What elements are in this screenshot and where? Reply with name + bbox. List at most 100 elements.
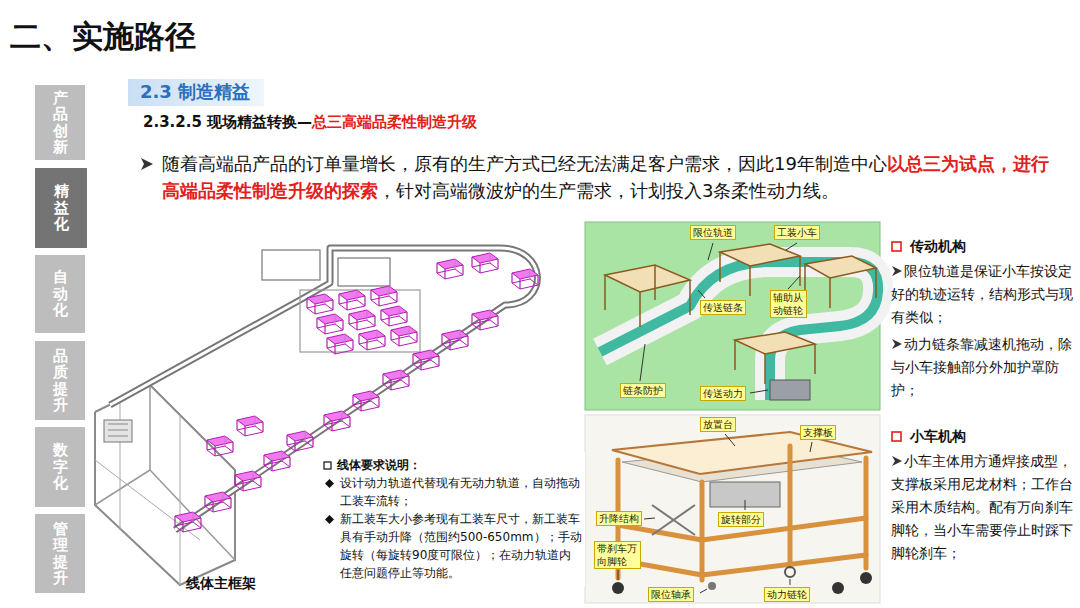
title-rule (15, 62, 1065, 64)
tooling-cart (391, 326, 417, 346)
heading-square (891, 431, 902, 442)
heading-square (892, 432, 901, 441)
leader-line (700, 589, 707, 593)
line-frame (104, 420, 132, 442)
tooling-cart (339, 290, 365, 310)
sprocket (785, 567, 795, 577)
leader-line (788, 276, 800, 289)
cart-table (720, 244, 800, 266)
tooling-cart (371, 286, 397, 306)
line-frame (180, 415, 181, 585)
tooling-cart (327, 334, 353, 354)
callout-label: 放置台 (700, 417, 736, 432)
cart-render (585, 415, 880, 603)
cart-table (814, 344, 816, 374)
tooling-cart (442, 330, 468, 350)
line-frame (95, 385, 235, 585)
callout-text: 带刹车万向脚轮 (597, 542, 638, 568)
note-text: 新工装车大小参考现有工装车尺寸，新工装车具有手动升降（范围约500-650mm）… (340, 510, 582, 582)
tab-label: 管理提升 (53, 521, 68, 587)
leader-line (708, 243, 713, 260)
tooling-cart (235, 471, 261, 491)
line-frame (108, 436, 128, 437)
tooling-cart (437, 259, 463, 279)
tooling-cart (175, 512, 201, 532)
callout-text: 动力链轮 (767, 588, 807, 601)
cart-table (654, 265, 656, 300)
cart-table (719, 252, 721, 282)
line-frame (95, 470, 150, 505)
slide-subtitle: 2.3.2.5 现场精益转换—总三高端品柔性制造升级 (143, 113, 477, 132)
body-text: ，针对高端微波炉的生产需求，计划投入3条柔性动力线。 (378, 180, 839, 201)
body-text: 随着高端品产品的订单量增长，原有的生产方式已经无法满足客户需求，因此19年制造中… (162, 153, 887, 174)
tooling-cart (205, 492, 231, 512)
callout-label: 传送链条 (700, 300, 746, 315)
callout-text: 工装小车 (777, 226, 817, 239)
callout-label: 链条防护 (620, 383, 666, 398)
cart-table (604, 275, 606, 310)
lift-mechanism (652, 505, 695, 535)
leader-line (640, 243, 800, 393)
bullet-arrow (891, 338, 903, 350)
tab-label: 品质提升 (53, 348, 68, 414)
bullet-item: 小车主体用方通焊接成型，支撑板采用尼龙材料；工作台采用木质结构。配有万向刹车脚轮… (891, 450, 1073, 565)
lift-mechanism (652, 505, 695, 535)
note-bullet-row: 设计动力轨道代替现有无动力轨道，自动拖动工装车流转； (323, 474, 582, 510)
callout-text: 旋转部分 (721, 513, 761, 526)
line-frame (95, 385, 235, 585)
heading-row: 传动机构 (891, 234, 1073, 258)
callout-text: 支撑板 (803, 426, 833, 439)
body-text: 线体主框架 (186, 575, 256, 591)
callout-label: 限位轨道 (690, 225, 736, 240)
body-text: 2.3.2.5 现场精益转换— (143, 113, 312, 131)
tooling-cart (353, 391, 379, 411)
callout-text: 辅助从动链轮 (773, 291, 804, 317)
bullet-diamond (325, 515, 334, 524)
cart-table (605, 265, 690, 292)
callout-text: 放置台 (703, 418, 733, 431)
note-bullet-row: 新工装车大小参考现有工装车尺寸，新工装车具有手动升降（范围约500-650mm）… (323, 510, 582, 582)
bullet-text: 动力链条靠减速机拖动，除与小车接触部分外加护罩防护； (891, 336, 1072, 398)
callout-text: 链条防护 (623, 384, 663, 397)
bullet-text: 小车主体用方通焊接成型，支撑板采用尼龙材料；工作台采用木质结构。配有万向刹车脚轮… (891, 453, 1073, 561)
cart-table (764, 354, 766, 384)
callout-label: 动力链轮 (764, 587, 810, 602)
bullet-diamond (325, 479, 334, 488)
bullet-arrow (892, 266, 902, 276)
section-box: 2.3 制造精益 (128, 79, 264, 106)
leader-line (618, 570, 619, 580)
track-render (600, 262, 878, 400)
callout-label: 支撑板 (800, 425, 836, 440)
leader-line (725, 434, 735, 446)
leader-line (640, 344, 645, 381)
cart-table (749, 266, 751, 296)
callout-label: 辅助从动链轮 (770, 290, 807, 318)
bullet-square (323, 461, 332, 470)
tooling-cart (237, 416, 263, 436)
note-heading: 线体要求说明： (337, 456, 421, 474)
bullet-arrow (141, 158, 153, 170)
note-text: 设计动力轨道代替现有无动力轨道，自动拖动工装车流转； (340, 474, 582, 510)
line-frame (108, 430, 128, 431)
cart-table (805, 256, 876, 278)
cart-table (735, 332, 815, 354)
tooling-cart (383, 370, 409, 390)
caster-wheel (860, 572, 872, 584)
cart-frame (864, 458, 869, 568)
tooling-cart (359, 330, 385, 350)
leader-line (644, 518, 655, 519)
bullet-arrow (891, 265, 903, 277)
bullet-arrow (891, 455, 903, 467)
leader-line (745, 500, 746, 510)
tooling-cart (381, 306, 407, 326)
callout-text: 传送链条 (703, 301, 743, 314)
bullet-item: 限位轨道是保证小车按设定好的轨迹运转，结构形式与现有类似； (891, 260, 1073, 329)
nav-tab: 管理提升 (35, 514, 85, 593)
leader-line (810, 442, 812, 452)
nav-tab: 数字化 (35, 427, 85, 507)
bullet-arrow (140, 157, 154, 171)
cart-frame (700, 482, 705, 580)
cart-frame (618, 446, 866, 580)
tab-label: 数字化 (53, 442, 68, 492)
